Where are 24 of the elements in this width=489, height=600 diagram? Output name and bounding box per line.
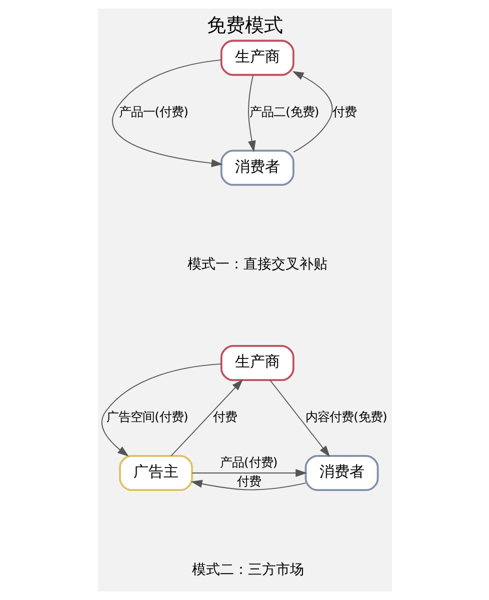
arrow [269,380,330,457]
arrow [292,71,332,153]
edge-label: 产品(付费) [220,456,278,470]
edge-label: 内容付费(免费) [305,410,387,424]
node-box: 生产商 [220,40,294,76]
node-box: 广告主 [118,454,192,491]
diagram-title: 免费模式 [206,14,283,36]
arrow [190,480,306,490]
label: 模式一：直接交叉补贴 [186,256,327,273]
arrow [191,469,307,477]
node-box: 消费者 [304,454,378,491]
edge-label: 产品二(免费) [249,105,319,120]
arrow [170,379,242,456]
node-box: 消费者 [220,150,294,186]
arrow [101,363,222,457]
edge-label: 产品一(付费) [118,105,188,120]
arrow [247,74,256,152]
edge-label: 广告空间(付费) [106,410,188,424]
node-box: 生产商 [220,345,294,382]
edge-label: 付费 [332,105,356,120]
arrow [112,59,222,168]
label: 模式二：三方市场 [191,562,304,578]
edge-label: 付费 [212,410,237,424]
edge-label: 付费 [236,474,260,489]
